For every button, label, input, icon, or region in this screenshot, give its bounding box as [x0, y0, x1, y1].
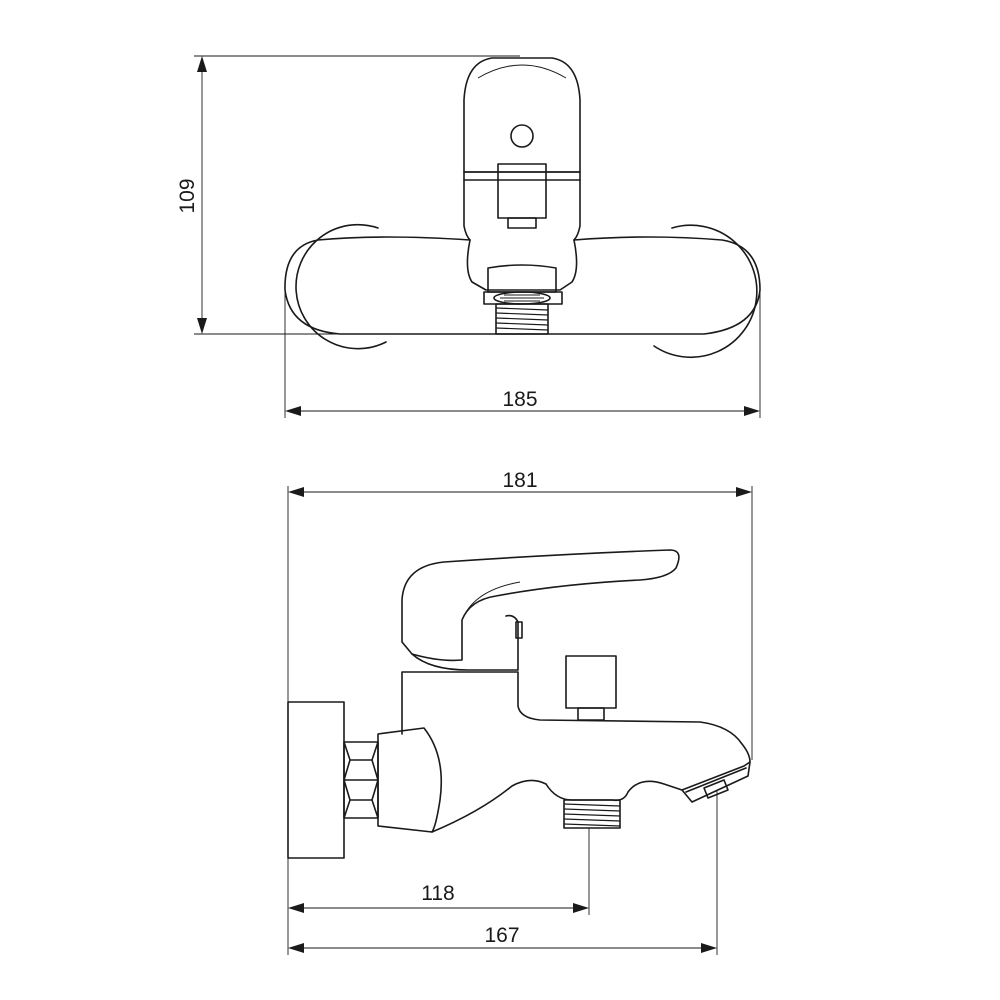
depth-arrow-left [288, 487, 304, 497]
outlet-arrow-left [288, 903, 304, 913]
spout-aerator [703, 779, 729, 799]
left-rosette [295, 223, 387, 350]
side-outlet-thread-lines [563, 803, 621, 827]
cartridge-body [463, 179, 581, 241]
lever-pin [510, 124, 534, 148]
side-lever-pin [515, 621, 523, 639]
outlet-dimension-label: 118 [421, 882, 454, 905]
side-diverter-knob [565, 655, 617, 709]
side-lever-inner [461, 581, 521, 621]
right-rosette [653, 224, 758, 359]
side-lever-hub [411, 614, 519, 671]
spout-arrow-left [288, 943, 304, 953]
spout-tip [681, 761, 751, 803]
aerator-housing [487, 264, 557, 293]
spout-arrow-right [701, 943, 717, 953]
side-diverter-stem [577, 707, 605, 721]
side-view: 181 118 167 [287, 469, 753, 955]
width-arrow-right [744, 406, 760, 416]
height-arrow-top [197, 56, 207, 72]
side-cartridge-cover [401, 671, 751, 763]
width-arrow-left [285, 406, 301, 416]
aerator-mesh-dots [500, 294, 544, 302]
lever-handle-ridge [477, 64, 567, 79]
side-body-lower [431, 779, 683, 833]
side-lever-handle [401, 549, 680, 662]
spout-dimension-label: 167 [484, 924, 519, 947]
width-dimension-label: 185 [502, 388, 537, 411]
eccentric-connector [377, 727, 443, 833]
depth-dimension-label: 181 [502, 469, 537, 492]
front-view: 109 185 [176, 55, 761, 418]
lever-handle [463, 57, 581, 173]
diverter-stem [507, 217, 537, 229]
height-dimension-label: 109 [176, 178, 199, 213]
hex-nut [343, 741, 379, 819]
spout-outlet [466, 239, 578, 291]
cartridge-collar [463, 171, 581, 181]
outlet-arrow-right [573, 903, 589, 913]
height-arrow-bottom [197, 318, 207, 334]
wall-rosette [287, 701, 345, 859]
outlet-thread-lines [495, 307, 549, 331]
depth-arrow-right [736, 487, 752, 497]
outlet-thread [495, 303, 549, 335]
